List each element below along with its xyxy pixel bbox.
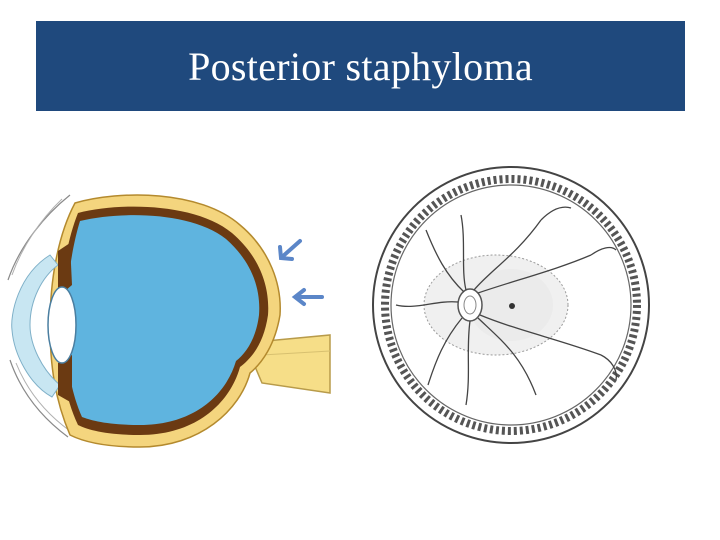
lens <box>47 286 77 364</box>
iris-upper <box>58 243 72 297</box>
lower-eyelid-line-2 <box>15 362 71 432</box>
slide-title: Posterior staphyloma <box>188 43 533 89</box>
title-bar: Posterior staphyloma <box>36 21 685 111</box>
arrow-left-icon <box>291 288 324 306</box>
arrow-down-left-icon <box>278 239 302 261</box>
fundus-diagram <box>372 166 650 444</box>
eye-cross-section-diagram <box>7 194 331 448</box>
retinal-vessels <box>395 206 617 406</box>
optic-disc <box>457 288 483 322</box>
iris-lower <box>58 355 72 403</box>
upper-eyelid-line-2 <box>11 198 63 276</box>
fovea <box>509 303 515 309</box>
cornea <box>11 254 61 398</box>
vitreous-body <box>66 215 260 425</box>
lower-eyelid-line <box>9 359 69 438</box>
